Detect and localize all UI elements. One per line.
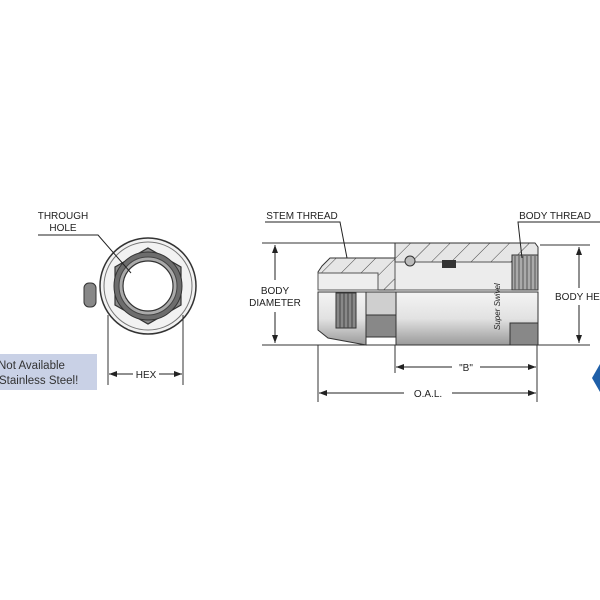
stem-hex bbox=[365, 314, 397, 338]
note-line-1: Not Available bbox=[0, 360, 65, 372]
availability-note: Not Available Stainless Steel! bbox=[0, 354, 97, 390]
body-height-label: BODY HE bbox=[555, 292, 600, 303]
body-diameter-label-2: DIAMETER bbox=[249, 298, 301, 309]
body-thread-label: BODY THREAD bbox=[519, 211, 591, 222]
through-hole-label-1: THROUGH bbox=[38, 211, 89, 222]
b-dimension-label: "B" bbox=[459, 363, 473, 374]
through-hole-leader bbox=[38, 234, 132, 274]
set-screw bbox=[83, 282, 97, 308]
through-hole bbox=[122, 260, 174, 312]
oal-label: O.A.L. bbox=[414, 389, 442, 400]
through-hole-label-2: HOLE bbox=[49, 223, 77, 234]
next-arrow-icon[interactable] bbox=[592, 364, 600, 392]
side-view: Super Swivel STEM THREAD BODY THREAD BOD… bbox=[249, 211, 600, 402]
note-line-2: Stainless Steel! bbox=[0, 375, 78, 387]
body-diameter-label-1: BODY bbox=[261, 286, 290, 297]
stem-thread-label: STEM THREAD bbox=[266, 211, 338, 222]
end-view: THROUGH HOLE HEX bbox=[38, 211, 197, 385]
hex-label: HEX bbox=[136, 370, 157, 381]
brand-mark: Super Swivel bbox=[493, 283, 502, 330]
